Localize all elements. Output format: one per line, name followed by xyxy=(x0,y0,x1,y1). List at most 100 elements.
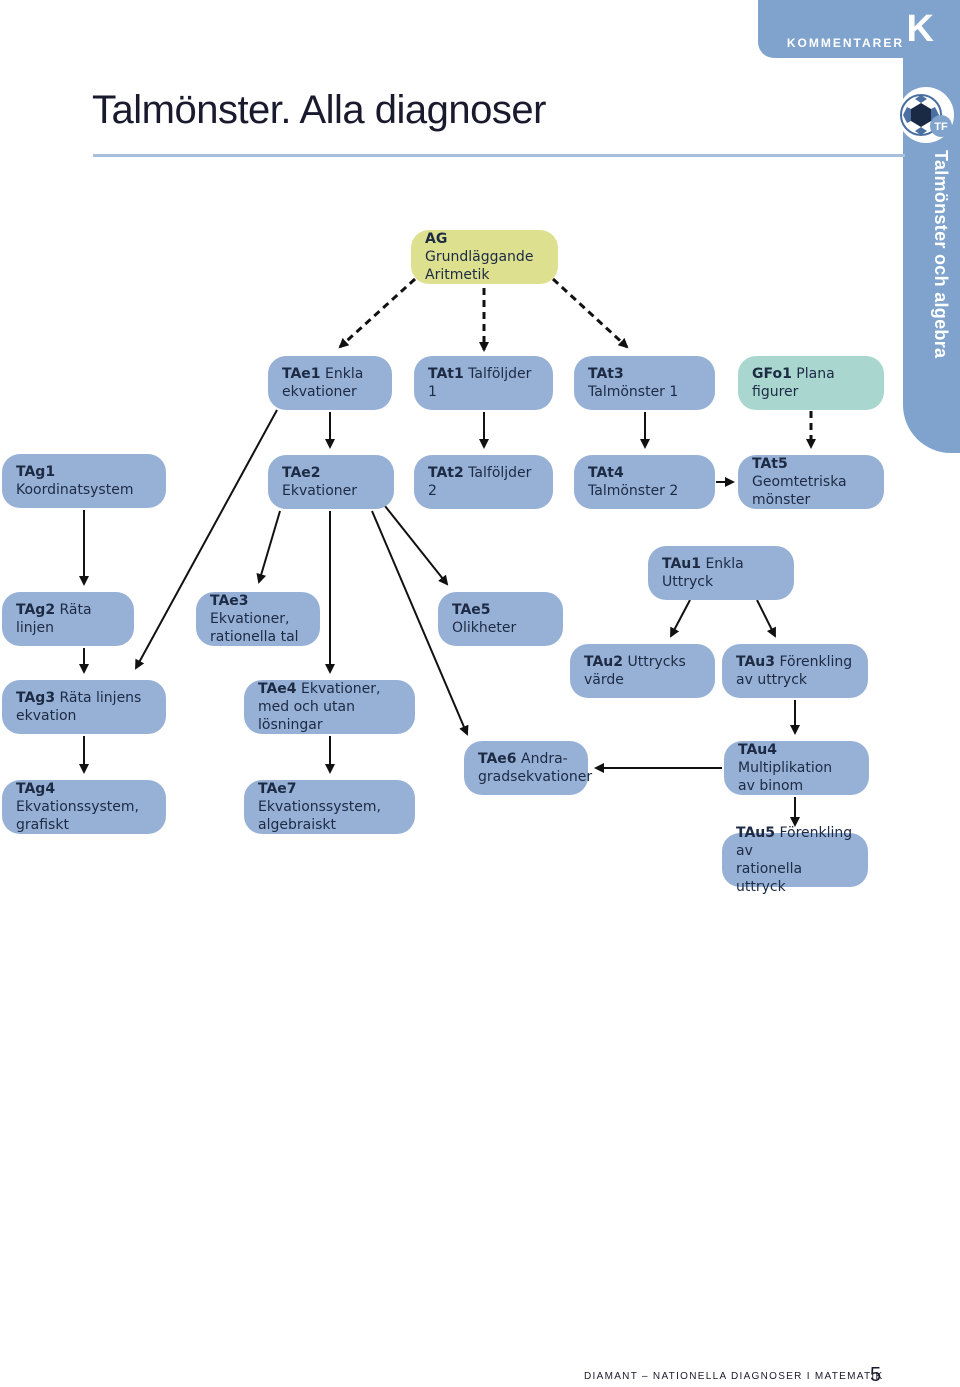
node-text: Koordinatsystem xyxy=(16,482,134,498)
node-tae1: TAe1 Enkla ekvationer xyxy=(268,356,392,410)
logo-text: TF xyxy=(934,121,948,133)
node-code: TAe1 xyxy=(282,366,321,382)
edge-tae2-to-tae3 xyxy=(256,510,281,584)
node-tau2: TAu2 Uttrycks värde xyxy=(570,644,715,698)
node-tau4: TAu4 Multiplikation av binom xyxy=(724,741,869,795)
node-code: TAg1 xyxy=(16,464,56,480)
node-text: Ekvationer, med och utan lösningar xyxy=(258,681,381,733)
node-tat4: TAt4 Talmönster 2 xyxy=(574,455,715,509)
title-rule xyxy=(93,154,905,157)
node-label: TAt5 Geomtetriska mönster xyxy=(752,455,870,509)
node-text: Andra- gradsekvationer xyxy=(478,751,593,785)
node-label: TAt4 Talmönster 2 xyxy=(588,464,701,500)
node-label: TAt3 Talmönster 1 xyxy=(588,365,701,401)
node-text: Uttrycks värde xyxy=(584,654,686,688)
node-tat5: TAt5 Geomtetriska mönster xyxy=(738,455,884,509)
node-code: TAe4 xyxy=(258,681,297,697)
node-label: TAu3 Förenkling av uttryck xyxy=(736,653,852,689)
page-number: 5 xyxy=(870,1364,882,1386)
node-text: Enkla Uttryck xyxy=(662,556,744,590)
node-text: Multiplikation av binom xyxy=(738,760,833,794)
node-code: TAu4 xyxy=(738,742,778,758)
node-label: AG Grundläggande Aritmetik xyxy=(425,230,544,284)
page-title: Talmönster. Alla diagnoser xyxy=(92,88,546,132)
edge-ag-to-tae1 xyxy=(338,277,417,349)
header-tab: KOMMENTARER K xyxy=(758,0,960,58)
node-code: TAu2 xyxy=(584,654,624,670)
node-gfo1: GFo1 Plana figurer xyxy=(738,356,884,410)
node-text: Olikheter xyxy=(452,620,517,636)
node-text: Plana figurer xyxy=(752,366,835,400)
node-tat3: TAt3 Talmönster 1 xyxy=(574,356,715,410)
node-tat1: TAt1 Talföljder 1 xyxy=(414,356,553,410)
node-code: TAe3 xyxy=(210,593,249,609)
edge-tau1-to-tau3 xyxy=(756,599,776,638)
node-code: TAu5 xyxy=(736,825,776,841)
node-tae7: TAe7 Ekvationssystem, algebraiskt xyxy=(244,780,415,834)
node-code: TAu3 xyxy=(736,654,776,670)
node-code: TAt4 xyxy=(588,465,624,481)
node-label: TAg1 Koordinatsystem xyxy=(16,463,152,499)
node-code: TAe2 xyxy=(282,465,321,481)
node-text: Geomtetriska mönster xyxy=(752,474,847,508)
node-text: Förenkling av rationella uttryck xyxy=(736,825,853,895)
node-label: TAe4 Ekvationer, med och utan lösningar xyxy=(258,680,401,734)
node-label: TAg2 Räta linjen xyxy=(16,601,120,637)
node-tae4: TAe4 Ekvationer, med och utan lösningar xyxy=(244,680,415,734)
node-label: GFo1 Plana figurer xyxy=(752,365,870,401)
node-text: Ekvationer, rationella tal xyxy=(210,611,299,645)
node-code: TAg4 xyxy=(16,781,56,797)
node-tae6: TAe6 Andra- gradsekvationer xyxy=(464,741,592,795)
node-tag2: TAg2 Räta linjen xyxy=(2,592,134,646)
node-code: TAe7 xyxy=(258,781,297,797)
edge-ag-to-tat3 xyxy=(551,277,629,349)
node-text: Förenkling av uttryck xyxy=(736,654,853,688)
node-code: TAe5 xyxy=(452,602,491,618)
node-text: Enkla ekvationer xyxy=(282,366,364,400)
edge-tau1-to-tau2 xyxy=(670,599,691,638)
edge-tae2-to-tae6 xyxy=(371,510,469,736)
node-label: TAe3 Ekvationer, rationella tal xyxy=(210,592,306,646)
node-text: Talmönster 2 xyxy=(588,483,679,499)
node-text: Ekvationer xyxy=(282,483,358,499)
node-tag1: TAg1 Koordinatsystem xyxy=(2,454,166,508)
node-label: TAg4 Ekvationssystem, grafiskt xyxy=(16,780,152,834)
edge-tae2-to-tae5 xyxy=(384,505,449,586)
node-label: TAg3 Räta linjens ekvation xyxy=(16,689,141,725)
node-code: TAu1 xyxy=(662,556,702,572)
node-tae2: TAe2 Ekvationer xyxy=(268,455,394,509)
tab-letter: K xyxy=(906,8,934,50)
node-tag4: TAg4 Ekvationssystem, grafiskt xyxy=(2,780,166,834)
node-tat2: TAt2 Talföljder 2 xyxy=(414,455,553,509)
tab-label: KOMMENTARER xyxy=(786,36,904,50)
node-text: Talföljder 1 xyxy=(428,366,532,400)
node-text: Grundläggande Aritmetik xyxy=(425,249,534,283)
node-code: TAt2 xyxy=(428,465,464,481)
node-label: TAt2 Talföljder 2 xyxy=(428,464,539,500)
node-label: TAu2 Uttrycks värde xyxy=(584,653,701,689)
node-label: TAe1 Enkla ekvationer xyxy=(282,365,363,401)
node-tau3: TAu3 Förenkling av uttryck xyxy=(722,644,868,698)
node-label: TAu1 Enkla Uttryck xyxy=(662,555,780,591)
node-label: TAe2 Ekvationer xyxy=(282,464,380,500)
node-code: TAg3 xyxy=(16,690,56,706)
node-ag: AG Grundläggande Aritmetik xyxy=(411,230,558,284)
node-tau1: TAu1 Enkla Uttryck xyxy=(648,546,794,600)
node-label: TAu4 Multiplikation av binom xyxy=(738,741,855,795)
node-label: TAu5 Förenkling av rationella uttryck xyxy=(736,824,854,896)
node-text: Räta linjens ekvation xyxy=(16,690,142,724)
footer-text: DIAMANT – NATIONELLA DIAGNOSER I MATEMAT… xyxy=(584,1371,884,1382)
node-label: TAe5 Olikheter xyxy=(452,601,549,637)
node-tae5: TAe5 Olikheter xyxy=(438,592,563,646)
node-code: TAg2 xyxy=(16,602,56,618)
node-tae3: TAe3 Ekvationer, rationella tal xyxy=(196,592,320,646)
node-label: TAe7 Ekvationssystem, algebraiskt xyxy=(258,780,401,834)
node-label: TAt1 Talföljder 1 xyxy=(428,365,539,401)
node-tag3: TAg3 Räta linjens ekvation xyxy=(2,680,166,734)
edges-layer xyxy=(79,277,816,827)
node-tau5: TAu5 Förenkling av rationella uttryck xyxy=(722,825,868,895)
logo-icon: TF xyxy=(898,87,954,143)
side-label: Talmönster och algebra xyxy=(931,150,951,359)
node-text: Talföljder 2 xyxy=(428,465,532,499)
node-code: TAt5 xyxy=(752,456,788,472)
